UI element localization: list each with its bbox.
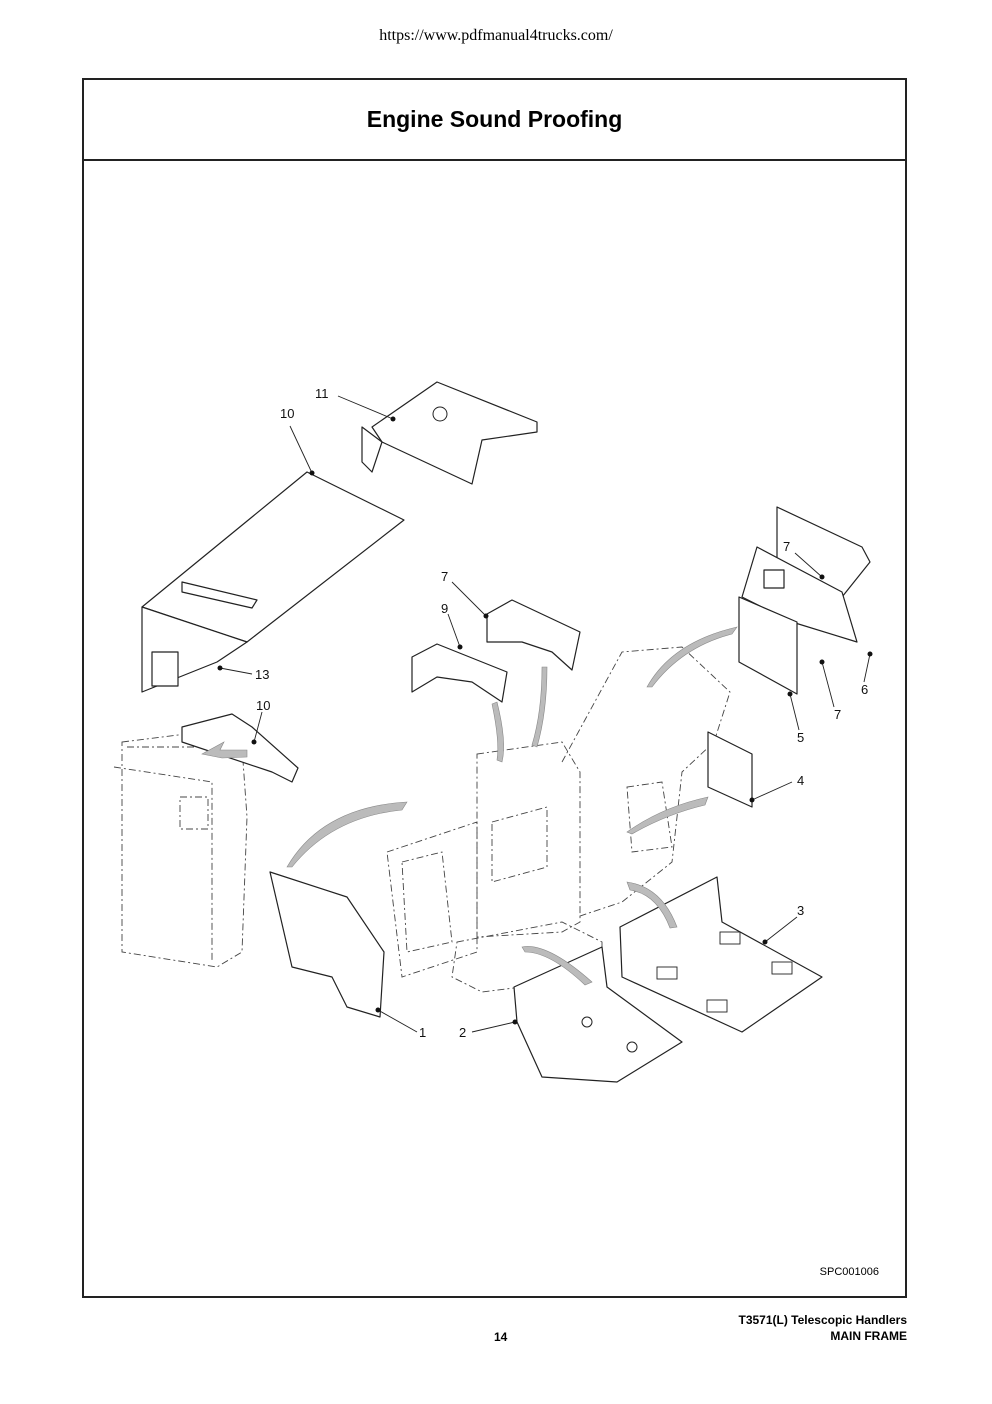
callout-labels: 11 10 7 9 7 6 7 5 4 10 13 1 2 3	[255, 386, 868, 1040]
callout-leaders	[217, 395, 873, 1033]
figure-frame: Engine Sound Proofing	[82, 78, 907, 1298]
model-name: T3571(L) Telescopic Handlers	[738, 1313, 907, 1327]
callout-6: 6	[861, 682, 868, 697]
title-box: Engine Sound Proofing	[84, 80, 905, 161]
part-8-insulation-block	[486, 599, 581, 671]
exploded-parts-diagram: 11 10 7 9 7 6 7 5 4 10 13 1 2 3	[113, 381, 873, 1083]
callout-7-top: 7	[783, 539, 790, 554]
callout-4: 4	[797, 773, 804, 788]
section-name: MAIN FRAME	[830, 1329, 907, 1343]
callout-2: 2	[459, 1025, 466, 1040]
callout-1: 1	[419, 1025, 426, 1040]
part-10-panel-strip	[181, 713, 299, 783]
callout-5: 5	[797, 730, 804, 745]
callout-11: 10	[280, 406, 294, 421]
source-url: https://www.pdfmanual4trucks.com/	[379, 27, 613, 44]
radiator-outline	[113, 731, 248, 968]
figure-code: SPC001006	[819, 1266, 879, 1278]
callout-13: 13	[255, 667, 269, 682]
figure-title: Engine Sound Proofing	[366, 106, 623, 132]
part-1-front-panel	[269, 871, 385, 1018]
part-4-side-panel	[707, 731, 753, 808]
part-11-hood	[141, 471, 405, 693]
part-9-insulation-block	[411, 643, 508, 703]
callout-9: 9	[441, 601, 448, 616]
document-info: T3571(L) Telescopic Handlers MAIN FRAME	[738, 1312, 907, 1344]
part-12-top-cover	[361, 381, 538, 485]
page-number: 14	[494, 1330, 508, 1344]
part-3-floor-pan	[619, 876, 823, 1033]
callout-10: 10	[256, 698, 270, 713]
callout-12: 11	[315, 386, 329, 401]
callout-8: 7	[441, 569, 448, 584]
callout-3: 3	[797, 903, 804, 918]
assembly-arrows	[201, 626, 738, 986]
part-5-rear-panel	[738, 506, 871, 695]
callout-7-bottom: 7	[834, 707, 841, 722]
part-2-floor-pan	[513, 946, 683, 1083]
